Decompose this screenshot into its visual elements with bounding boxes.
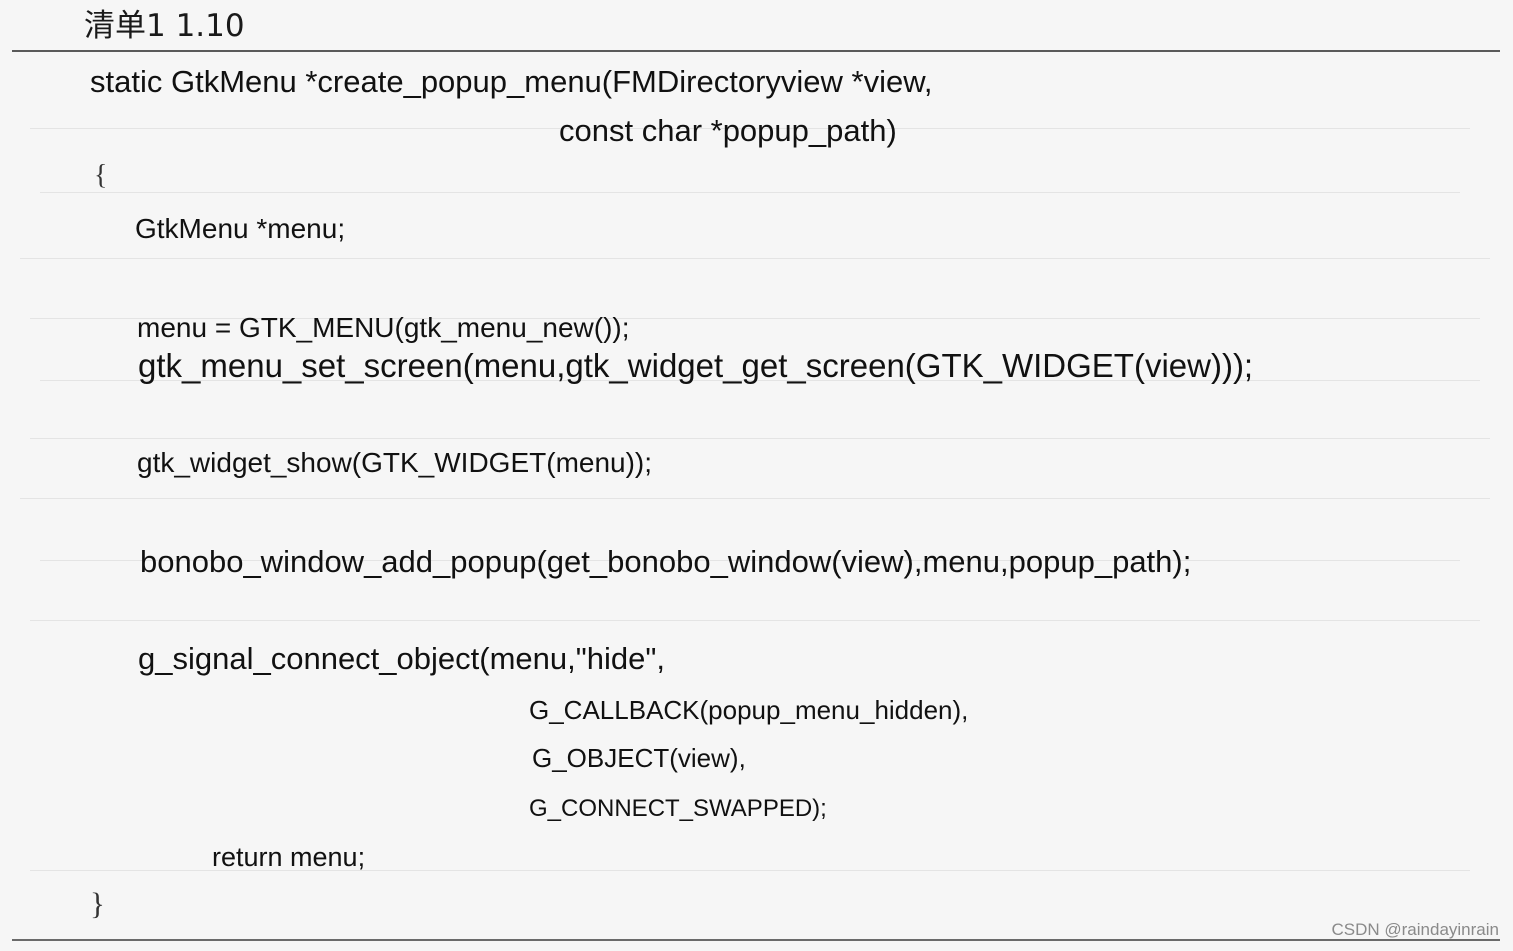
watermark: CSDN @raindayinrain — [1331, 920, 1500, 939]
code-line-menu-new: menu = GTK_MENU(gtk_menu_new()); — [137, 312, 630, 343]
code-line-callback-arg: G_CALLBACK(popup_menu_hidden), — [529, 695, 969, 725]
top-rule — [12, 50, 1500, 52]
scan-texture — [40, 380, 1480, 381]
code-line-signature-continued: const char *popup_path) — [559, 113, 897, 148]
code-line-signature: static GtkMenu *create_popup_menu(FMDire… — [90, 64, 933, 99]
code-line-open-brace: { — [94, 160, 108, 191]
listing-title: 清单1 1.10 — [84, 8, 245, 44]
code-line-object-arg: G_OBJECT(view), — [532, 743, 746, 773]
scan-texture — [40, 560, 1460, 561]
code-line-set-screen: gtk_menu_set_screen(menu,gtk_widget_get_… — [138, 347, 1254, 384]
scan-texture — [30, 870, 1470, 871]
scan-texture — [30, 620, 1480, 621]
code-line-close-brace: } — [90, 886, 105, 921]
scan-texture — [40, 192, 1460, 193]
code-line-declaration: GtkMenu *menu; — [135, 213, 346, 244]
code-line-widget-show: gtk_widget_show(GTK_WIDGET(menu)); — [137, 447, 653, 478]
code-line-signal-connect: g_signal_connect_object(menu,"hide", — [138, 641, 665, 676]
scan-texture — [20, 258, 1490, 259]
code-line-add-popup: bonobo_window_add_popup(get_bonobo_windo… — [140, 544, 1192, 579]
scan-texture — [30, 128, 1470, 129]
scan-texture — [30, 318, 1480, 319]
bottom-rule — [12, 939, 1500, 941]
scan-texture — [30, 438, 1490, 439]
code-line-return: return menu; — [212, 842, 366, 872]
code-line-flags-arg: G_CONNECT_SWAPPED); — [529, 795, 827, 822]
scan-texture — [20, 498, 1490, 499]
